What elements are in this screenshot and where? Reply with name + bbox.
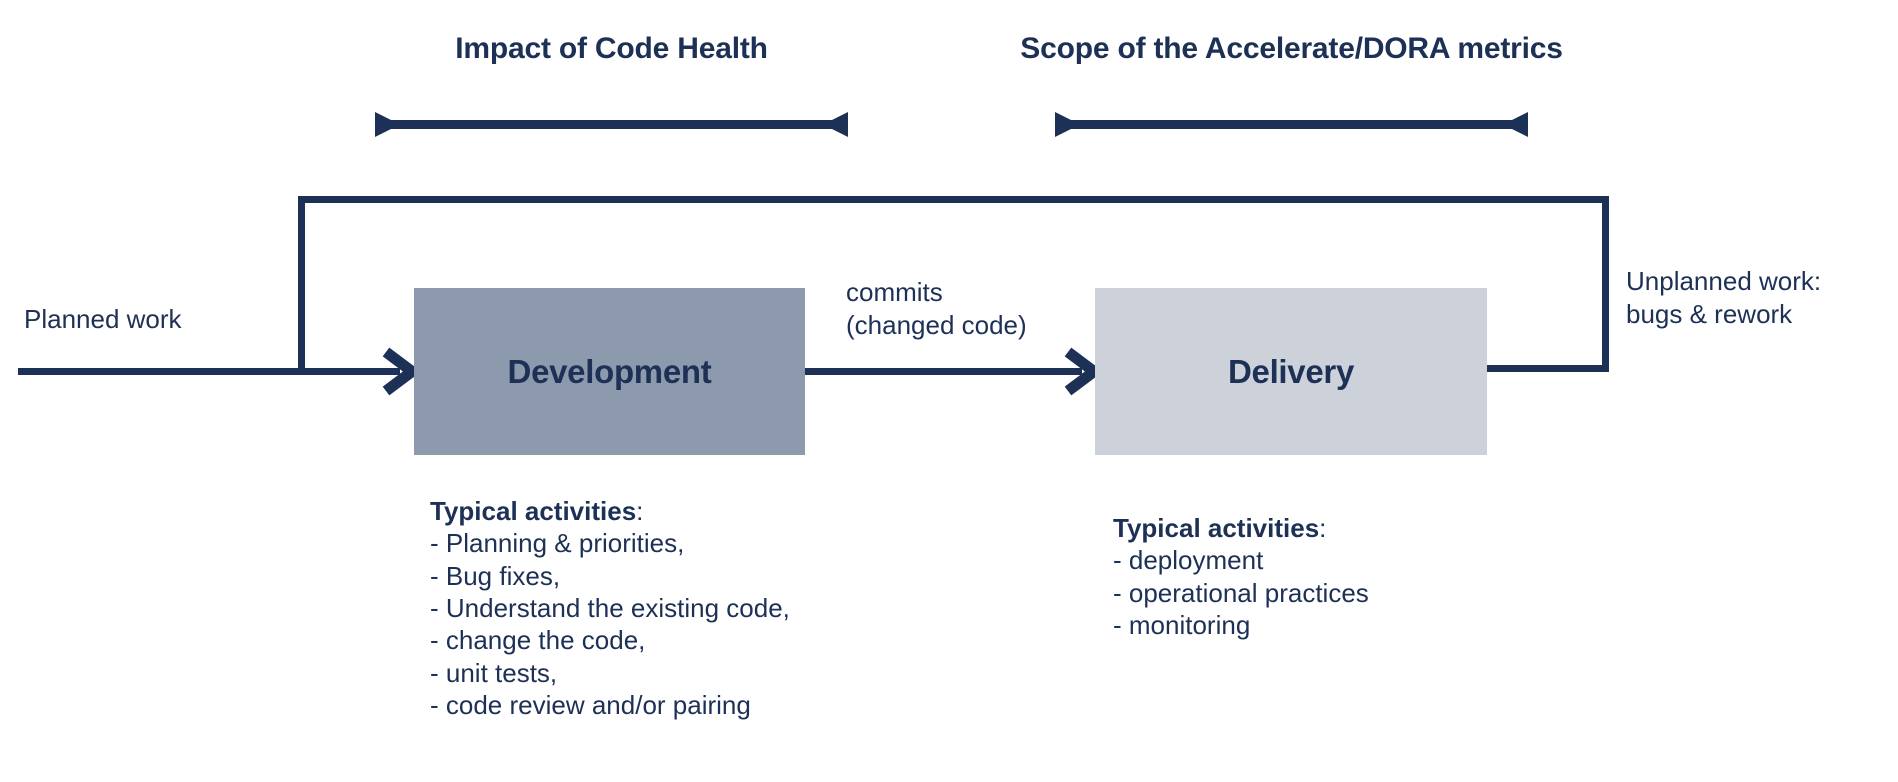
activities-development-item: - Planning & priorities, bbox=[430, 528, 685, 559]
activities-delivery-item: - deployment bbox=[1113, 545, 1264, 576]
label-unplanned-work: Unplanned work: bugs & rework bbox=[1626, 266, 1822, 330]
bracket-scope-dora-metrics bbox=[1055, 112, 1528, 137]
section-title-scope-dora-metrics: Scope of the Accelerate/DORA metrics bbox=[1020, 32, 1563, 65]
activities-list-development: Typical activities: - Planning & priorit… bbox=[430, 495, 790, 722]
process-box-development-label: Development bbox=[507, 352, 712, 390]
section-title-impact-of-code-health: Impact of Code Health bbox=[455, 32, 768, 65]
activities-development-item: - Bug fixes, bbox=[430, 560, 561, 591]
activities-development-item: - code review and/or pairing bbox=[430, 690, 751, 721]
activities-development-item: - unit tests, bbox=[430, 657, 558, 688]
label-commits-changed-code: commits (changed code) bbox=[846, 277, 1027, 341]
activities-list-delivery: Typical activities: - deployment - opera… bbox=[1113, 512, 1369, 641]
activities-development-item: - change the code, bbox=[430, 625, 646, 656]
process-box-delivery[interactable]: Delivery bbox=[1095, 288, 1487, 455]
activities-delivery-heading-text: Typical activities bbox=[1113, 513, 1320, 543]
activities-delivery-item: - operational practices bbox=[1113, 577, 1369, 608]
activities-development-heading-colon: : bbox=[636, 496, 644, 526]
activities-development-heading-text: Typical activities bbox=[430, 496, 637, 526]
process-box-development[interactable]: Development bbox=[414, 288, 805, 455]
activities-development-heading: Typical activities: bbox=[430, 495, 790, 527]
arrow-planned-work-to-development bbox=[18, 347, 422, 396]
activities-delivery-heading-colon: : bbox=[1319, 513, 1327, 543]
label-planned-work: Planned work bbox=[24, 304, 182, 334]
bracket-impact-of-code-health bbox=[375, 112, 848, 137]
activities-development-item: - Understand the existing code, bbox=[430, 593, 790, 624]
activities-delivery-item: - monitoring bbox=[1113, 610, 1251, 641]
activities-delivery-heading: Typical activities: bbox=[1113, 512, 1369, 544]
process-box-delivery-label: Delivery bbox=[1227, 352, 1355, 390]
arrow-development-to-delivery bbox=[805, 347, 1104, 396]
